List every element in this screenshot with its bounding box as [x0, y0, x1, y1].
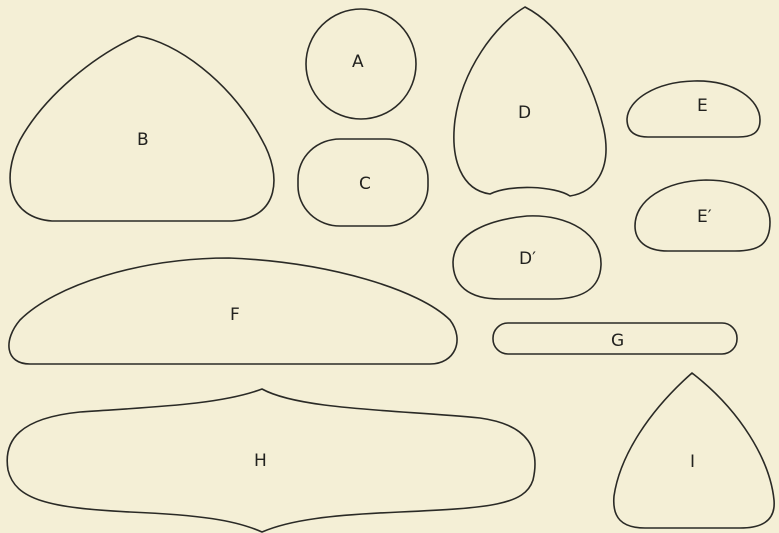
shape-d-prime: D′ [453, 216, 601, 299]
shape-g-label: G [611, 331, 624, 351]
shape-b: B [10, 36, 274, 221]
shape-a-label: A [352, 52, 364, 72]
shape-b-outline [10, 36, 274, 221]
shape-b-label: B [137, 130, 149, 150]
shape-c-label: C [359, 174, 371, 194]
shape-f-label: F [230, 305, 240, 325]
shape-c: C [298, 139, 428, 226]
shape-e-prime: E′ [635, 180, 770, 251]
shape-e-label: E [697, 96, 708, 116]
shape-g: G [493, 323, 737, 354]
shape-f: F [9, 258, 457, 364]
shape-h-outline [7, 389, 535, 532]
shape-i: I [614, 373, 774, 528]
shape-h-label: H [254, 451, 267, 471]
shape-d-prime-label: D′ [519, 249, 536, 269]
shape-d-outline [454, 7, 606, 196]
shape-i-outline [614, 373, 774, 528]
shape-i-label: I [690, 452, 695, 472]
shape-e: E [627, 81, 760, 137]
shape-h: H [7, 389, 535, 532]
shape-d-label: D [518, 103, 531, 123]
shape-a: A [306, 9, 416, 119]
shape-d: D [454, 7, 606, 196]
shape-e-outline [627, 81, 760, 137]
shape-e-prime-label: E′ [697, 207, 712, 227]
